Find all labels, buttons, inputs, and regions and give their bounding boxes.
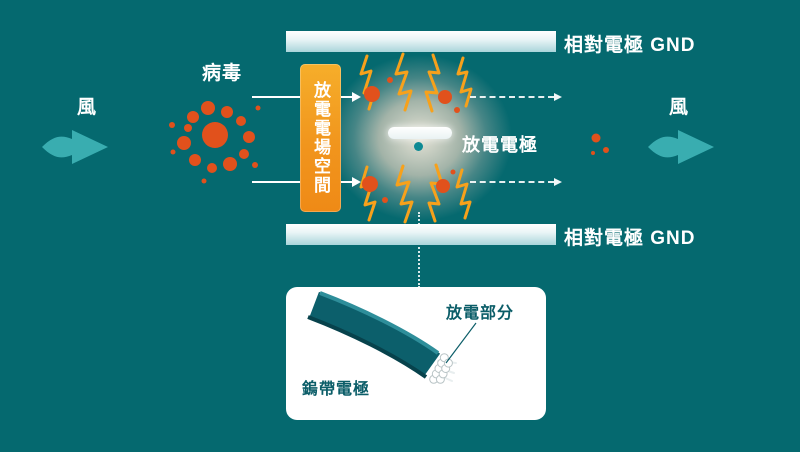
exit-arrow-top-icon — [470, 93, 562, 101]
wind-left-arrow-icon — [42, 130, 108, 164]
discharge-electrode-bar — [388, 127, 452, 139]
discharge-point-dot — [414, 142, 423, 151]
inset-connector-dotted-line — [418, 212, 420, 288]
virus-in-field-dots — [362, 77, 460, 203]
tungsten-electrode-label: 鎢帶電極 — [302, 381, 371, 398]
counter-electrode-bottom-bar — [286, 224, 556, 245]
discharge-electrode-label: 放電電極 — [462, 135, 538, 155]
counter-electrode-bottom-label: 相對電極 GND — [564, 228, 696, 249]
virus-cluster-icon — [169, 101, 261, 184]
counter-electrode-top-label: 相對電極 GND — [564, 35, 696, 56]
counter-electrode-top-bar — [286, 31, 556, 52]
discharge-field-box: 放電電場空間 — [300, 64, 341, 212]
virus-label: 病毒 — [201, 63, 242, 84]
wind-right-label: 風 — [668, 97, 689, 118]
lightning-bolts-icon — [359, 52, 473, 224]
wind-right-arrow-icon — [648, 130, 714, 164]
wind-left-label: 風 — [76, 97, 97, 118]
discharge-field-label: 放電電場空間 — [311, 81, 330, 195]
tungsten-ribbon-icon — [307, 291, 477, 384]
exit-arrow-bottom-icon — [470, 178, 562, 186]
discharge-part-leader-line — [445, 322, 477, 364]
residual-virus-dots-icon — [591, 133, 609, 155]
discharge-part-label: 放電部分 — [446, 305, 515, 322]
tungsten-electrode-inset: 放電部分 鎢帶電極 — [286, 287, 546, 420]
